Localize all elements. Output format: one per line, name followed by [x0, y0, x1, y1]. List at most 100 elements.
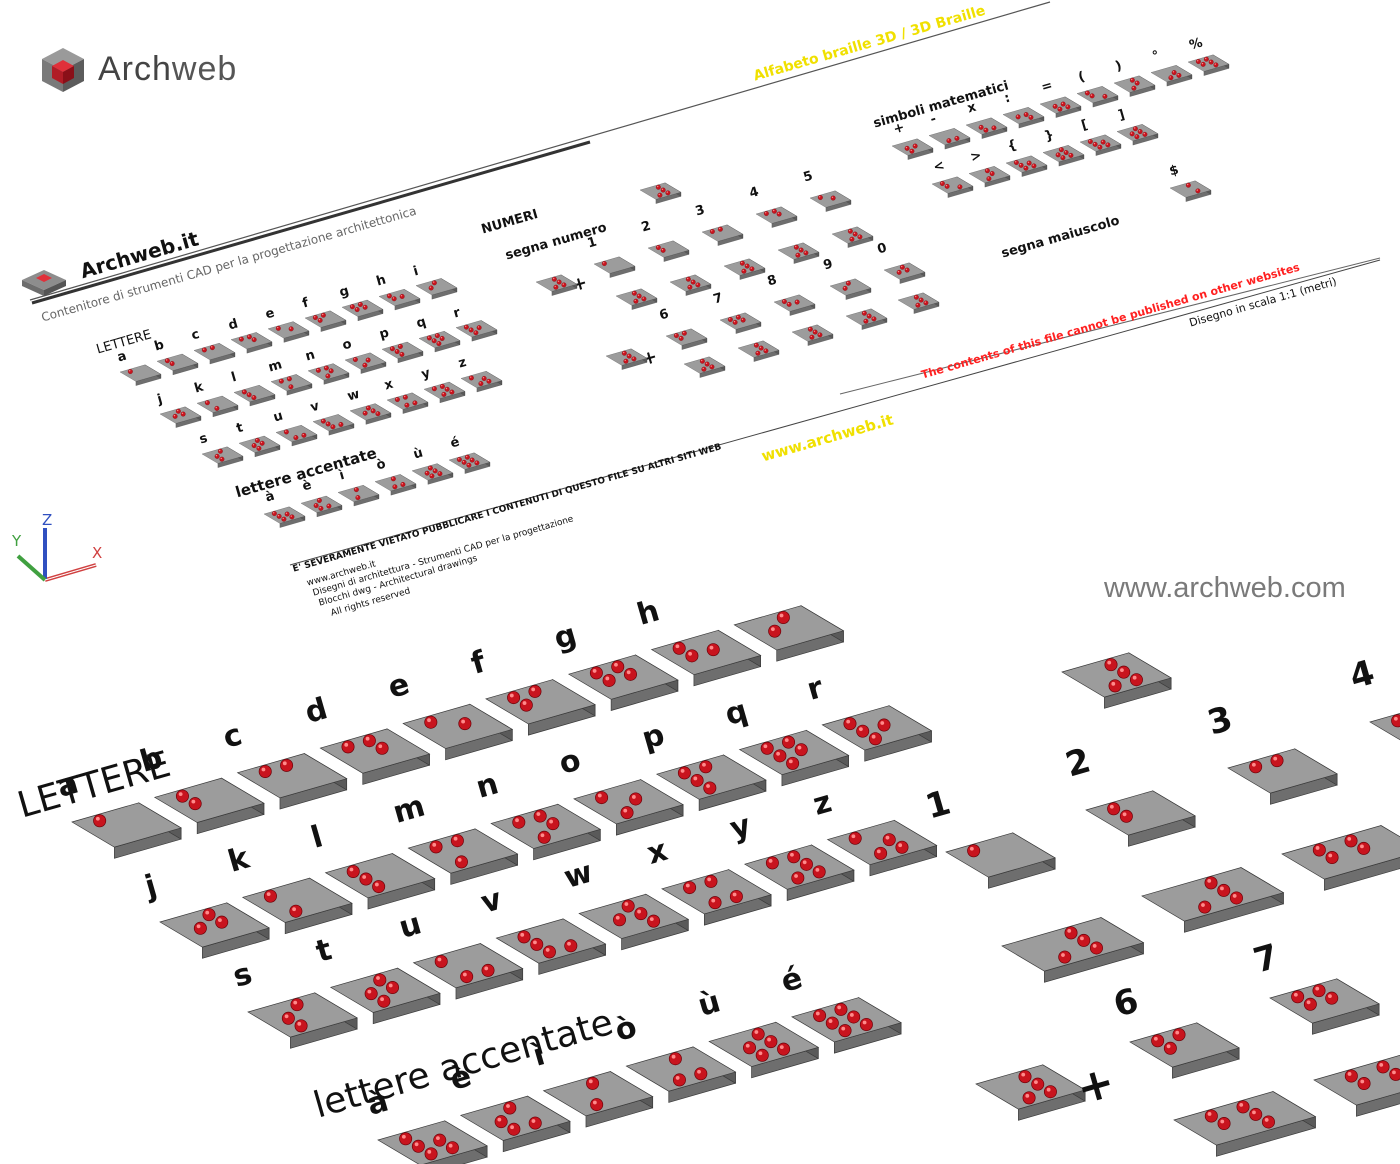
braille-dot-1	[463, 324, 469, 330]
dot-highlight	[1032, 164, 1034, 166]
small-cell-g	[341, 299, 384, 321]
dot-highlight	[313, 316, 316, 318]
dot-highlight	[1101, 140, 1104, 143]
dot-highlight	[95, 816, 100, 821]
braille-dot-3	[741, 268, 747, 274]
braille-dot-2	[246, 392, 252, 398]
dot-highlight	[804, 251, 806, 253]
braille-dot-4	[365, 405, 371, 411]
braille-dot-5	[918, 297, 924, 303]
dot-highlight	[1273, 756, 1278, 761]
dot-highlight	[329, 369, 332, 371]
braille-dot-2	[602, 673, 616, 687]
braille-dot-1	[434, 954, 448, 968]
braille-dot-3	[657, 192, 663, 198]
braille-dot-4	[787, 850, 801, 864]
braille-dot-1	[1084, 90, 1090, 96]
braille-dot-3	[909, 148, 915, 154]
number-cell-3	[1227, 748, 1338, 805]
braille-dot-1	[263, 889, 277, 903]
cell-top-face	[156, 353, 199, 371]
dot-highlight	[215, 454, 218, 457]
dot-highlight	[284, 1014, 289, 1019]
dot-highlight	[1172, 71, 1175, 73]
dot-highlight	[900, 265, 903, 268]
ucs-axes-icon	[16, 528, 97, 582]
braille-dot-4	[631, 290, 637, 296]
braille-dot-4	[704, 874, 718, 888]
small-cell-v	[312, 414, 355, 436]
braille-dot-6	[481, 963, 495, 977]
braille-dot-4	[1018, 1070, 1032, 1084]
braille-dot-1	[1204, 1109, 1218, 1123]
braille-dot-3	[473, 330, 479, 336]
dot-highlight	[497, 1117, 502, 1122]
dot-highlight	[705, 362, 708, 365]
cell-top-face	[615, 288, 658, 306]
dot-highlight	[469, 328, 472, 330]
braille-dot-5	[1060, 101, 1066, 107]
dot-highlight	[1186, 183, 1189, 186]
dot-highlight	[697, 1069, 701, 1074]
dot-highlight	[710, 230, 713, 232]
dot-highlight	[649, 917, 654, 922]
dot-highlight	[637, 294, 640, 297]
dot-highlight	[1109, 804, 1114, 809]
letter-label-y: y	[725, 807, 755, 847]
dot-highlight	[366, 358, 369, 361]
braille-dot-4	[899, 264, 905, 270]
braille-dot-2	[354, 307, 360, 313]
dot-highlight	[260, 441, 263, 444]
dot-highlight	[658, 193, 660, 196]
braille-dot-4	[1185, 182, 1191, 188]
dot-highlight	[515, 818, 519, 823]
dot-highlight	[176, 409, 179, 412]
dot-highlight	[924, 301, 926, 303]
braille-dot-2	[1325, 851, 1339, 865]
dot-highlight	[1220, 1119, 1225, 1124]
braille-dot-6	[1102, 93, 1108, 99]
dot-highlight	[1122, 812, 1127, 817]
small-cell-b	[156, 353, 199, 375]
braille-dot-3	[1057, 106, 1063, 112]
braille-dot-1	[601, 261, 607, 266]
braille-dot-2	[281, 1011, 295, 1025]
dot-highlight	[984, 128, 986, 131]
small-symbol-cell-8	[1187, 54, 1230, 76]
braille-dot-2	[1303, 997, 1317, 1011]
braille-dot-5	[1357, 841, 1371, 855]
dot-highlight	[1392, 1070, 1396, 1075]
cell-top-face	[831, 226, 874, 244]
website-url[interactable]: www.archweb.com	[1104, 572, 1346, 604]
dot-highlight	[395, 350, 398, 352]
dot-highlight	[196, 924, 201, 929]
axis-y-label: Y	[12, 532, 22, 550]
braille-dot-6	[301, 432, 307, 438]
braille-dot-4	[503, 1101, 517, 1115]
dot-highlight	[552, 277, 555, 280]
braille-dot-1	[1249, 760, 1263, 774]
braille-dot-2	[494, 1115, 508, 1129]
small-cell-accent-5	[448, 452, 491, 474]
cell-top-face	[238, 435, 281, 453]
dot-highlight	[1053, 104, 1056, 107]
dot-highlight	[475, 461, 477, 463]
small-cell-q	[418, 330, 461, 353]
braille-dot-5	[989, 171, 995, 176]
letter-label-w: w	[560, 854, 597, 897]
dot-highlight	[321, 313, 324, 316]
dot-highlight	[916, 303, 918, 306]
braille-dot-4	[699, 760, 713, 774]
braille-dot-5	[432, 468, 438, 474]
dot-highlight	[557, 280, 560, 283]
cell-top-face	[71, 802, 182, 848]
braille-dot-2	[1018, 162, 1024, 168]
braille-dot-6	[665, 190, 671, 196]
braille-dot-3	[219, 456, 225, 462]
braille-dot-6	[709, 364, 715, 370]
cell-top-face	[701, 224, 744, 242]
small-cell-o	[344, 352, 387, 374]
dot-highlight	[1207, 1112, 1212, 1116]
braille-dot-3	[441, 391, 447, 397]
dot-highlight	[627, 354, 630, 357]
